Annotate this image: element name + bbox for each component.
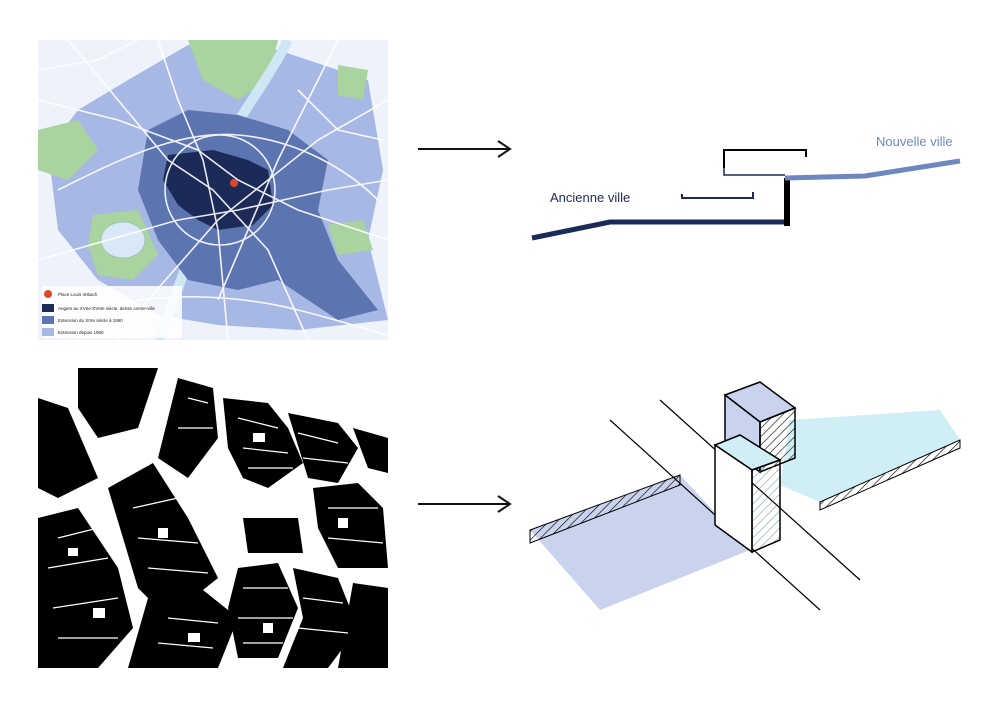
building-block [338,583,388,668]
green-area [338,65,368,100]
building-block [243,518,303,553]
lower-plane-edge [529,474,681,544]
label-new-town: Nouvelle ville [876,134,953,149]
legend-light-swatch [42,328,54,336]
green-area [38,120,98,180]
building-block [128,578,238,668]
green-area [328,220,373,255]
building-block [288,413,358,483]
lower-bracket [681,192,754,199]
legend-label-0: Place Louis Imbach [58,292,98,297]
place-marker-dot [230,179,238,187]
green-area [188,40,278,100]
new-town-ground-line [784,158,961,181]
legend-mid-swatch [42,316,54,324]
city-extension-map: Place Louis Imbach Angers au XVIIe-XVIII… [38,40,388,340]
upper-bracket [723,149,807,168]
map-legend: Place Louis Imbach Angers au XVIIe-XVIII… [42,286,182,338]
map-svg: Place Louis Imbach Angers au XVIIe-XVIII… [38,40,388,340]
dense-center-area [163,150,273,230]
arrow-right-icon [418,138,514,160]
old-town-ground-line [531,219,785,241]
upper-plane [780,410,960,502]
axonometric-svg [529,381,961,611]
building-block [228,563,298,658]
legend-label-3: Extension depuis 1950 [58,330,104,335]
section-diagram: Ancienne ville Nouvelle ville [520,110,970,270]
figure-ground-plan [38,368,388,668]
building-block [38,508,133,668]
legend-dark-swatch [42,304,54,312]
label-old-town: Ancienne ville [550,190,630,205]
legend-label-2: Extension du XIXe siècle à 1950 [58,318,123,323]
legend-red-dot-swatch [44,290,52,298]
parcel-lines [47,397,384,649]
courtyards [68,433,348,642]
lower-plane [530,475,750,610]
upper-plane-edge [819,439,961,511]
building-block [38,398,98,498]
building-block [353,428,388,473]
building-blocks [38,368,388,668]
section-svg: Ancienne ville Nouvelle ville [531,134,961,241]
building-block [313,483,388,568]
legend-label-1: Angers au XVIIe-XVIIIe siècle, dense cen… [58,306,156,311]
building-block [283,568,358,668]
building-block [223,398,303,488]
building-block [78,368,158,438]
figure-ground-svg [38,368,388,668]
arrow-right-icon [418,493,514,515]
lake [100,221,146,259]
tower-front-side [751,458,781,554]
axonometric-diagram [520,380,970,620]
upper-bracket-base [723,168,785,176]
